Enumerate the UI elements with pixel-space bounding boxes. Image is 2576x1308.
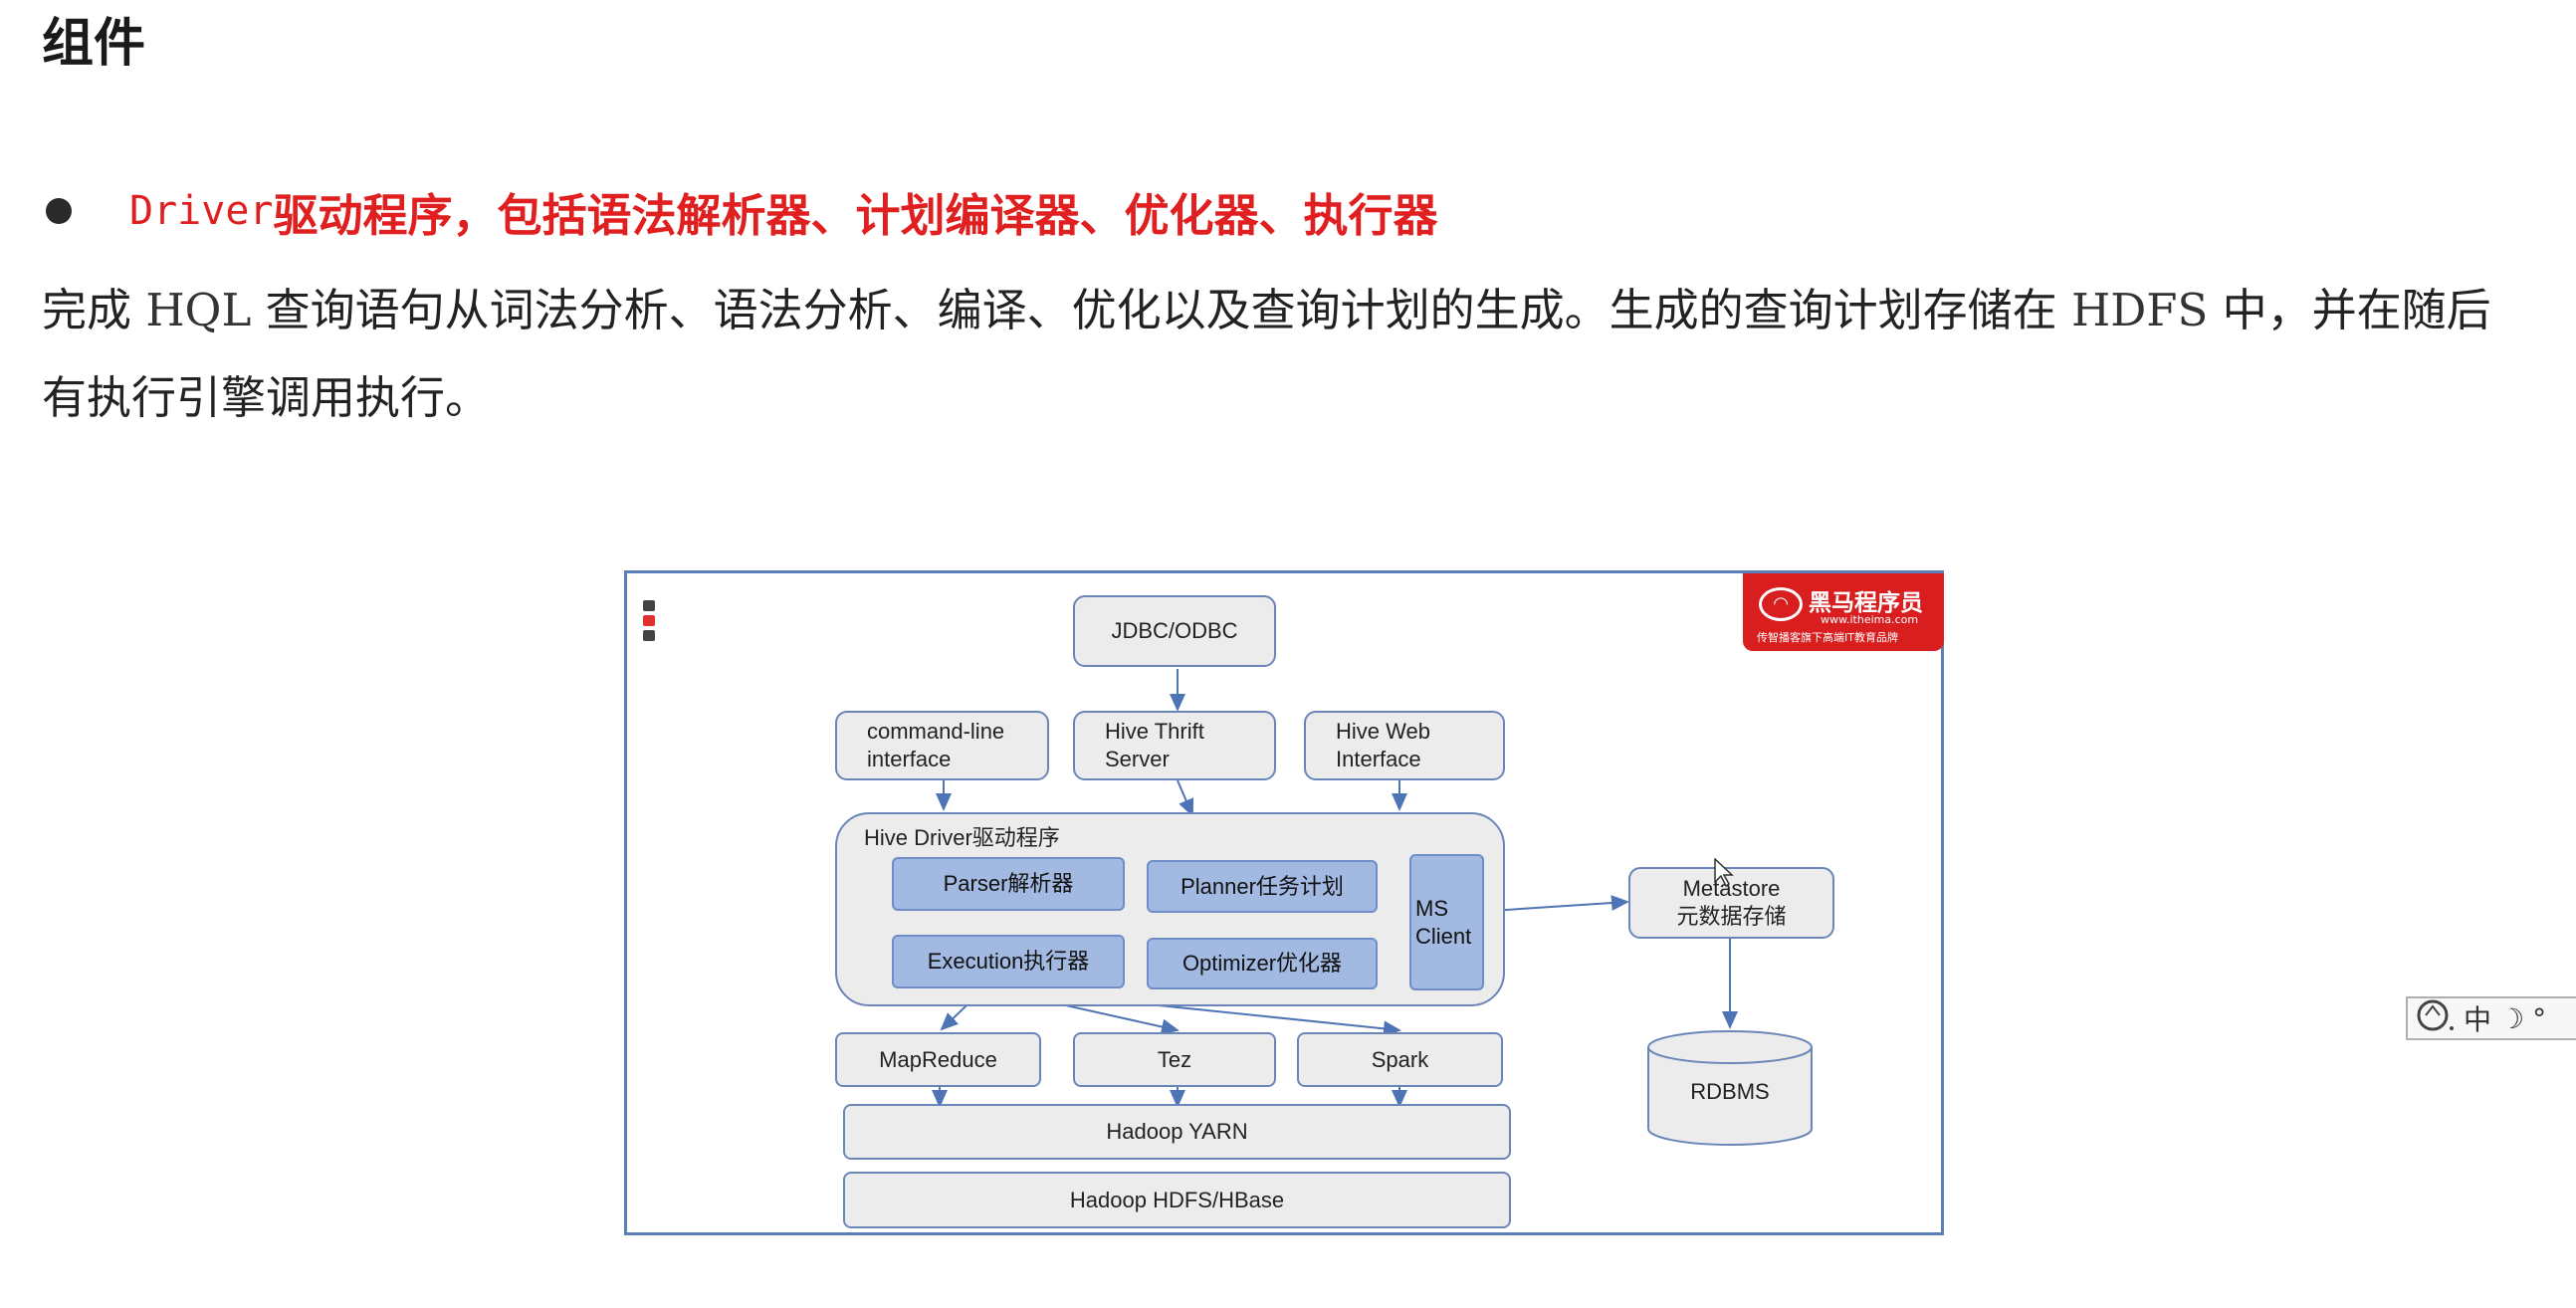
- para-code-hdfs: HDFS: [2070, 284, 2209, 336]
- spark-box: Spark: [1297, 1032, 1503, 1087]
- metastore-line1: Metastore: [1682, 876, 1781, 901]
- ms-client-box: MS Client: [1409, 854, 1484, 990]
- web-label-line1: Hive Web: [1336, 719, 1430, 744]
- brand-logo: ◠ 黑马程序员 www.itheima.com 传智播客旗下高端IT教育品牌: [1743, 573, 1944, 651]
- ime-logo-icon[interactable]: [2416, 998, 2456, 1039]
- para-code-hql: HQL: [145, 284, 252, 336]
- parser-box: Parser解析器: [892, 857, 1125, 911]
- metastore-box: Metastore 元数据存储: [1628, 867, 1834, 939]
- ms-client-line1: MS: [1415, 895, 1448, 921]
- execution-box: Execution执行器: [892, 935, 1125, 988]
- bullet-prefix: Driver: [129, 188, 274, 234]
- slide-handle-icon: [643, 600, 657, 645]
- description-paragraph: 完成 HQL 查询语句从词法分析、语法分析、编译、优化以及查询计划的生成。生成的…: [42, 267, 2530, 442]
- thrift-label: Hive Thrift Server: [1105, 718, 1204, 773]
- logo-mark-icon: ◠: [1759, 587, 1803, 621]
- web-label: Hive Web Interface: [1336, 718, 1430, 773]
- bullet-dot-icon: [46, 198, 72, 224]
- ime-toolbar[interactable]: 中 ☽ °: [2406, 996, 2576, 1040]
- ime-mode-toggle[interactable]: 中: [2464, 1003, 2492, 1036]
- web-interface-box: Hive Web Interface: [1304, 711, 1505, 780]
- database-icon: [1647, 1030, 1813, 1146]
- planner-box: Planner任务计划: [1147, 860, 1378, 913]
- hive-architecture-diagram: ◠ 黑马程序员 www.itheima.com 传智播客旗下高端IT教育品牌 J…: [624, 570, 1944, 1235]
- ms-client-label: MS Client: [1415, 895, 1471, 951]
- hadoop-hdfs-label: Hadoop HDFS/HBase: [1069, 1187, 1285, 1212]
- optimizer-label: Optimizer优化器: [1181, 951, 1343, 976]
- metastore-label: Metastore 元数据存储: [1676, 875, 1786, 931]
- cli-label: command-line interface: [867, 718, 1004, 773]
- hadoop-yarn-label: Hadoop YARN: [1106, 1119, 1248, 1144]
- para-part1: 完成: [42, 284, 146, 336]
- logo-name: 黑马程序员: [1809, 590, 1923, 616]
- logo-slogan: 传智播客旗下高端IT教育品牌: [1757, 631, 1898, 644]
- thrift-label-line1: Hive Thrift: [1105, 719, 1204, 744]
- hadoop-yarn-box: Hadoop YARN: [843, 1104, 1511, 1160]
- cli-label-line2: interface: [867, 747, 952, 771]
- bullet-text: 驱动程序，包括语法解析器、计划编译器、优化器、执行器: [273, 188, 1438, 242]
- moon-icon[interactable]: ☽: [2499, 1001, 2525, 1035]
- para-part2: 查询语句从词法分析、语法分析、编译、优化以及查询计划的生成。生成的查询计划存储在: [251, 284, 2071, 336]
- execution-label: Execution执行器: [927, 949, 1090, 974]
- jdbc-odbc-label: JDBC/ODBC: [1111, 618, 1238, 643]
- spark-label: Spark: [1371, 1046, 1429, 1072]
- ms-client-line2: Client: [1415, 923, 1472, 949]
- hive-driver-label: Hive Driver驱动程序: [864, 825, 1060, 850]
- rdbms-cylinder: RDBMS: [1646, 1029, 1814, 1147]
- mapreduce-label: MapReduce: [879, 1046, 997, 1072]
- slide-title: 组件: [42, 14, 146, 74]
- mapreduce-box: MapReduce: [835, 1032, 1041, 1087]
- cli-label-line1: command-line: [867, 719, 1005, 744]
- thrift-server-box: Hive Thrift Server: [1073, 711, 1276, 780]
- tez-box: Tez: [1073, 1032, 1276, 1087]
- tez-label: Tez: [1157, 1046, 1192, 1072]
- planner-label: Planner任务计划: [1181, 873, 1344, 899]
- cli-box: command-line interface: [835, 711, 1049, 780]
- web-label-line2: Interface: [1336, 747, 1421, 771]
- rdbms-label: RDBMS: [1690, 1079, 1770, 1104]
- metastore-line2: 元数据存储: [1676, 904, 1787, 929]
- logo-url: www.itheima.com: [1821, 613, 1919, 626]
- ime-extra-icon[interactable]: °: [2532, 1001, 2547, 1035]
- para-part3: 中，并在随后有执行引擎调用执行。: [42, 284, 2491, 424]
- hadoop-hdfs-box: Hadoop HDFS/HBase: [843, 1172, 1511, 1228]
- optimizer-box: Optimizer优化器: [1147, 938, 1378, 989]
- thrift-label-line2: Server: [1105, 747, 1170, 771]
- bullet-item: Driver 驱动程序，包括语法解析器、计划编译器、优化器、执行器: [42, 177, 1438, 245]
- parser-label: Parser解析器: [943, 871, 1074, 896]
- jdbc-odbc-box: JDBC/ODBC: [1073, 595, 1276, 667]
